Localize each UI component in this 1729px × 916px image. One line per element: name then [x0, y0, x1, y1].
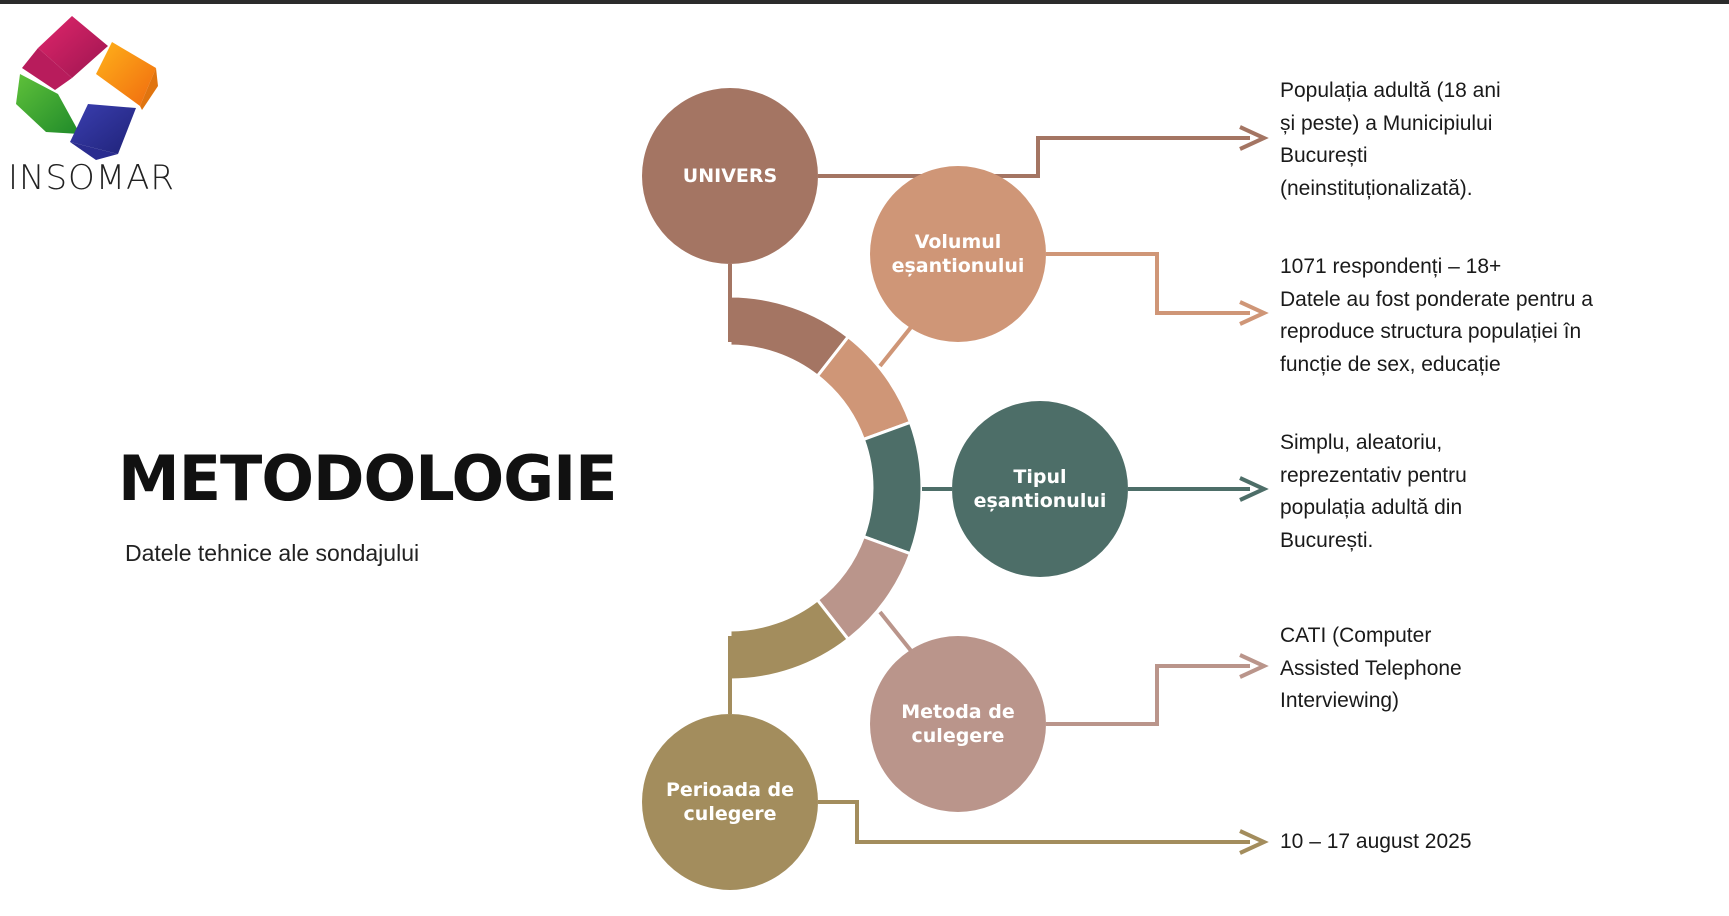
node-label-line: eșantionului [973, 490, 1107, 512]
description-line: Interviewing) [1280, 689, 1400, 712]
node-label-line: Tipul [1013, 466, 1067, 488]
description-line: reprezentativ pentru [1280, 463, 1467, 487]
arrow-icon [1239, 476, 1269, 502]
node-label-line: Perioada de [665, 779, 795, 801]
description-line: (neinstituționalizată). [1280, 176, 1473, 200]
description-line: Populația adultă (18 ani [1280, 79, 1501, 102]
connector-volum [1046, 252, 1250, 315]
node-circle-tip [952, 401, 1128, 577]
node-circle-perioada [642, 714, 818, 890]
node-circle-volum [870, 166, 1046, 342]
description-line: și peste) a Municipiului [1280, 111, 1493, 135]
description-line: Simplu, aleatoriu, [1280, 431, 1443, 454]
insomar-logo-icon [16, 16, 158, 160]
spoke-volum [878, 324, 914, 368]
page-subtitle: Datele tehnice ale sondajului [125, 540, 420, 566]
description-line: Assisted Telephone [1280, 656, 1462, 680]
description-volum: 1071 respondenți – 18+ Datele au fost pon… [1280, 251, 1593, 381]
node-label-line: Volumul [914, 231, 1002, 253]
node-label-line: UNIVERS [682, 165, 778, 187]
top-border [0, 0, 1729, 4]
brand-name: INSOMAR [8, 158, 176, 198]
connector-perioada [818, 800, 1250, 844]
node-label-line: eșantionului [891, 255, 1025, 277]
node-label-line: culegere [683, 803, 777, 825]
node-label-line: Metoda de [901, 701, 1015, 723]
connector-univers [818, 136, 1250, 178]
arrow-icon [1239, 125, 1269, 151]
description-perioada: 10 – 17 august 2025 [1280, 826, 1472, 859]
node-circle-metoda [870, 636, 1046, 812]
description-univers: Populația adultă (18 ani și peste) a Muni… [1280, 75, 1501, 205]
description-line: funcție de sex, educație [1280, 352, 1501, 376]
arrow-icon [1239, 653, 1269, 679]
description-line: București [1280, 144, 1368, 167]
description-tip: Simplu, aleatoriu, reprezentativ pentru po… [1280, 427, 1467, 557]
node-label-univers: UNIVERS [650, 136, 810, 216]
page-title: METODOLOGIE [118, 442, 618, 515]
node-label-line: culegere [911, 725, 1005, 747]
description-line: București. [1280, 528, 1374, 552]
description-line: populația adultă din [1280, 496, 1463, 519]
description-line: CATI (Computer [1280, 624, 1432, 647]
description-line: reproduce structura populației în [1280, 320, 1582, 343]
description-line: Datele au fost ponderate pentru a [1280, 287, 1593, 311]
node-circle-univers [642, 88, 818, 264]
arc-segment-tip [861, 420, 924, 556]
spoke-metoda [878, 610, 914, 654]
arrow-icon [1239, 300, 1269, 326]
description-line: 1071 respondenți – 18+ [1280, 255, 1502, 278]
connector-metoda [1046, 664, 1250, 726]
description-line: 10 – 17 august 2025 [1280, 830, 1472, 853]
arrow-icon [1239, 829, 1269, 855]
